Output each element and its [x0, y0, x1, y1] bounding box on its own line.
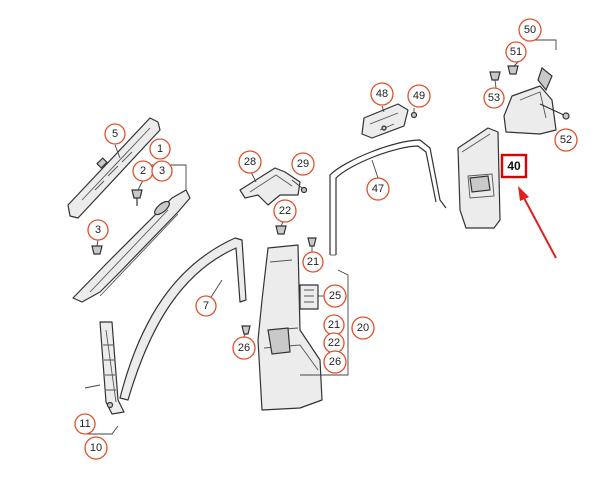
callout-1: 1 — [149, 138, 171, 160]
callout-2: 2 — [132, 160, 154, 182]
callout-5: 5 — [104, 123, 126, 145]
callout-label: 47 — [372, 183, 384, 195]
callout-29: 29 — [291, 152, 315, 176]
callout-label: 20 — [357, 322, 369, 334]
callout-label: 29 — [297, 158, 309, 170]
highlight-label: 40 — [507, 159, 521, 173]
part-40-c-pillar-trim — [457, 127, 501, 229]
callout-25: 25 — [323, 284, 347, 308]
callout-22-lower: 22 — [323, 332, 345, 354]
callout-label: 5 — [112, 128, 118, 140]
callout-label: 1 — [157, 143, 163, 155]
callout-label: 2 — [140, 165, 146, 177]
callout-label: 10 — [90, 442, 102, 454]
callout-50: 50 — [518, 18, 542, 42]
clip-2 — [131, 189, 143, 206]
callout-52: 52 — [554, 128, 578, 152]
callout-label: 22 — [328, 337, 340, 349]
callout-label: 11 — [79, 418, 90, 430]
callout-label: 49 — [413, 90, 425, 102]
callout-21-upper: 21 — [302, 251, 324, 273]
callout-label: 26 — [329, 356, 341, 368]
callout-26-left: 26 — [232, 336, 256, 360]
callout-label: 28 — [244, 156, 256, 168]
callout-49: 49 — [407, 84, 431, 108]
part-47-door-seal — [329, 139, 447, 256]
callout-53: 53 — [483, 87, 505, 109]
part-7-curved-seal — [119, 237, 247, 401]
callout-label: 21 — [328, 319, 340, 331]
callout-label: 50 — [524, 24, 536, 36]
callout-label: 3 — [95, 224, 101, 236]
highlight-part-40: 40 — [500, 153, 528, 179]
callout-48: 48 — [370, 82, 394, 106]
callout-label: 26 — [238, 342, 250, 354]
callout-7: 7 — [195, 295, 217, 317]
callout-10: 10 — [84, 436, 108, 460]
callout-label: 52 — [560, 134, 572, 146]
part-1-a-pillar-trim — [72, 164, 191, 303]
callout-22-upper: 22 — [273, 199, 297, 223]
callout-label: 7 — [203, 300, 209, 312]
callout-label: 48 — [376, 88, 388, 100]
callout-20: 20 — [351, 316, 375, 340]
callout-3-upper: 3 — [151, 160, 173, 182]
callout-label: 21 — [307, 256, 319, 268]
part-48-cover — [361, 103, 418, 139]
callout-47: 47 — [366, 177, 390, 201]
callout-26-right: 26 — [323, 350, 347, 374]
callout-28: 28 — [238, 150, 262, 174]
callout-label: 51 — [510, 46, 522, 58]
part-20-b-pillar-trim — [241, 225, 349, 411]
part-10-lower-strip — [84, 321, 125, 435]
part-28-bracket — [239, 167, 308, 206]
callout-label: 22 — [279, 205, 291, 217]
callout-label: 25 — [329, 290, 341, 302]
part-50-rear-bracket — [489, 39, 570, 135]
callout-21-lower: 21 — [323, 314, 345, 336]
part-5-trim-strip — [67, 117, 161, 219]
callout-11: 11 — [74, 413, 96, 435]
pointer-arrow — [518, 186, 557, 259]
callout-label: 53 — [488, 92, 500, 104]
callout-51: 51 — [505, 41, 527, 63]
callout-3-lower: 3 — [87, 219, 109, 241]
callout-label: 3 — [159, 165, 165, 177]
clip-3 — [91, 245, 103, 255]
